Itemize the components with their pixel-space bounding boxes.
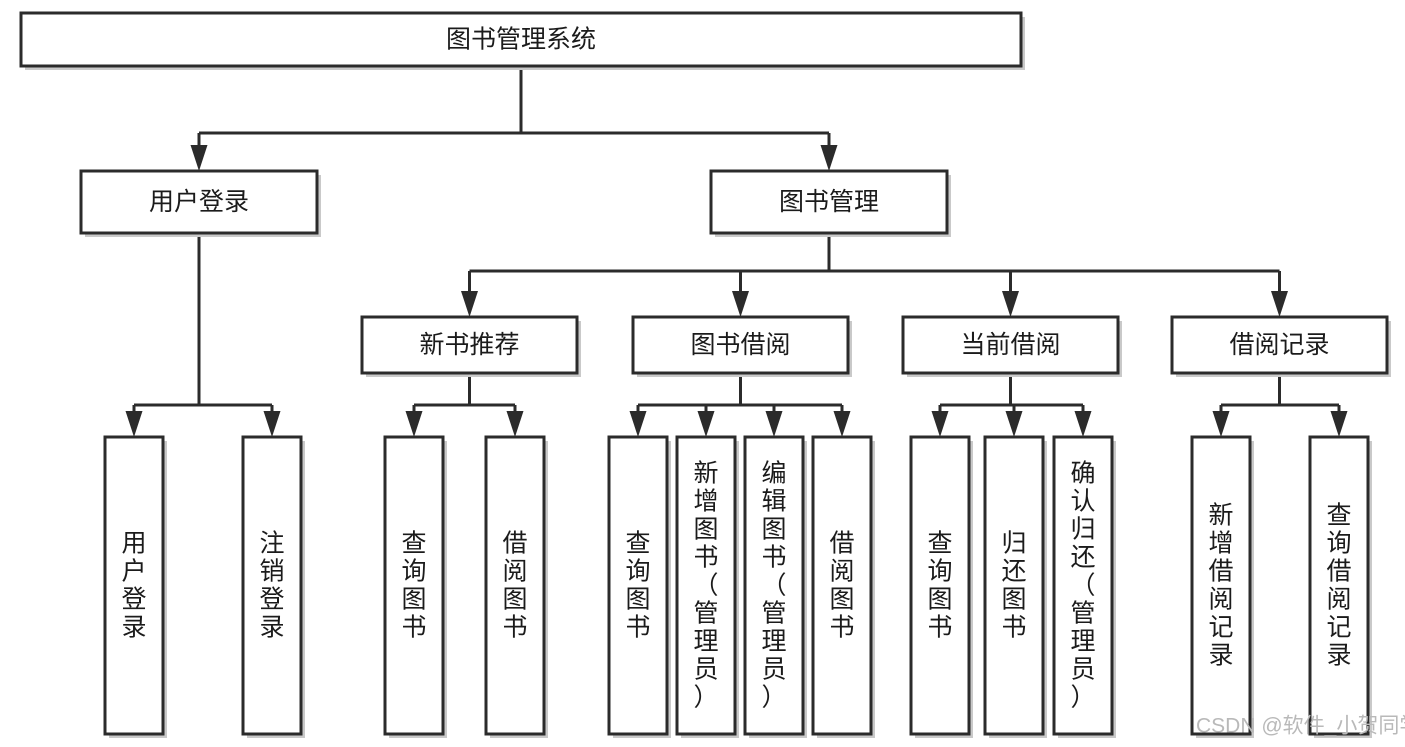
arrow-head-icon: [190, 145, 208, 171]
arrow-head-icon: [1002, 291, 1019, 317]
node-leaf-user-logout[interactable]: 注销登录: [241, 435, 305, 738]
arrow-head-icon: [697, 411, 715, 437]
arrow-head-icon: [125, 411, 143, 437]
arrow-head-icon: [1330, 411, 1348, 437]
node-leaf-return-book[interactable]: 归还图书: [983, 435, 1047, 738]
node-user-login[interactable]: 用户登录: [79, 169, 321, 237]
node-border: [1308, 435, 1370, 736]
node-label: 编辑图书（管理员）: [761, 460, 786, 712]
node-label: 用户登录: [121, 530, 146, 642]
connector-group: [461, 233, 1288, 317]
node-label: 图书管理系统: [446, 26, 596, 54]
connector-group: [931, 373, 1092, 437]
node-border: [19, 11, 1023, 68]
node-border: [709, 169, 949, 235]
node-label: 借阅记录: [1229, 331, 1329, 359]
arrow-head-icon: [765, 411, 783, 437]
node-label: 归还图书: [1001, 530, 1026, 642]
arrow-head-icon: [820, 145, 838, 171]
arrow-head-icon: [1212, 411, 1230, 437]
node-label: 查询图书: [927, 530, 952, 642]
node-book-manage[interactable]: 图书管理: [709, 169, 951, 237]
node-border: [1052, 435, 1114, 736]
node-new-book-rec[interactable]: 新书推荐: [360, 315, 581, 377]
node-border: [484, 435, 546, 736]
node-border: [909, 435, 971, 736]
node-border: [241, 435, 303, 736]
node-leaf-query-record[interactable]: 查询借阅记录: [1308, 435, 1372, 738]
node-border: [607, 435, 669, 736]
node-label: 用户登录: [149, 188, 249, 216]
node-border: [631, 315, 850, 375]
node-leaf-add-book[interactable]: 新增图书（管理员）: [675, 435, 739, 738]
connector-group: [1212, 373, 1348, 437]
node-border: [675, 435, 737, 736]
node-current-borrow[interactable]: 当前借阅: [901, 315, 1122, 377]
node-layer: 图书管理系统用户登录图书管理新书推荐图书借阅当前借阅借阅记录用户登录注销登录查询…: [19, 11, 1391, 738]
node-label: 查询图书: [625, 530, 650, 642]
node-label: 借阅图书: [502, 530, 527, 642]
node-border: [901, 315, 1120, 375]
connector-group: [190, 66, 838, 171]
arrow-head-icon: [263, 411, 281, 437]
node-label: 查询图书: [401, 530, 426, 642]
node-label: 当前借阅: [960, 331, 1060, 359]
node-label: 注销登录: [259, 530, 284, 642]
node-leaf-borrow-book-1[interactable]: 借阅图书: [484, 435, 548, 738]
node-label: 图书管理: [779, 188, 879, 216]
arrow-head-icon: [629, 411, 647, 437]
node-border: [1190, 435, 1252, 736]
node-label: 新书推荐: [419, 331, 519, 359]
node-label: 借阅图书: [829, 530, 854, 642]
arrow-head-icon: [461, 291, 478, 317]
arrow-head-icon: [732, 291, 749, 317]
node-border: [743, 435, 805, 736]
node-border: [811, 435, 873, 736]
arrow-head-icon: [506, 411, 524, 437]
node-book-borrow[interactable]: 图书借阅: [631, 315, 852, 377]
arrow-head-icon: [405, 411, 423, 437]
node-border: [1170, 315, 1389, 375]
node-leaf-query-book-1[interactable]: 查询图书: [383, 435, 447, 738]
node-root[interactable]: 图书管理系统: [19, 11, 1025, 70]
connector-group: [629, 373, 851, 437]
node-leaf-query-book-3[interactable]: 查询图书: [909, 435, 973, 738]
connector-group: [405, 373, 524, 437]
node-border: [383, 435, 445, 736]
watermark-label: CSDN @软件_小贺同学: [1196, 715, 1405, 738]
arrow-head-icon: [1005, 411, 1023, 437]
node-label: 新增图书（管理员）: [693, 460, 718, 712]
node-label: 查询借阅记录: [1326, 502, 1351, 670]
node-label: 确认归还（管理员）: [1070, 460, 1095, 712]
connector-layer: [125, 66, 1348, 437]
node-borrow-record[interactable]: 借阅记录: [1170, 315, 1391, 377]
node-leaf-user-login[interactable]: 用户登录: [103, 435, 167, 738]
node-leaf-add-record[interactable]: 新增借阅记录: [1190, 435, 1254, 738]
connector-group: [125, 233, 281, 437]
node-border: [983, 435, 1045, 736]
arrow-head-icon: [833, 411, 851, 437]
arrow-head-icon: [931, 411, 949, 437]
node-leaf-query-book-2[interactable]: 查询图书: [607, 435, 671, 738]
node-leaf-borrow-book-2[interactable]: 借阅图书: [811, 435, 875, 738]
arrow-head-icon: [1271, 291, 1288, 317]
node-border: [79, 169, 319, 235]
node-label: 图书借阅: [690, 331, 790, 359]
node-leaf-edit-book[interactable]: 编辑图书（管理员）: [743, 435, 807, 738]
node-border: [360, 315, 579, 375]
node-leaf-confirm-return[interactable]: 确认归还（管理员）: [1052, 435, 1116, 738]
arrow-head-icon: [1074, 411, 1092, 437]
node-label: 新增借阅记录: [1208, 502, 1233, 670]
node-border: [103, 435, 165, 736]
